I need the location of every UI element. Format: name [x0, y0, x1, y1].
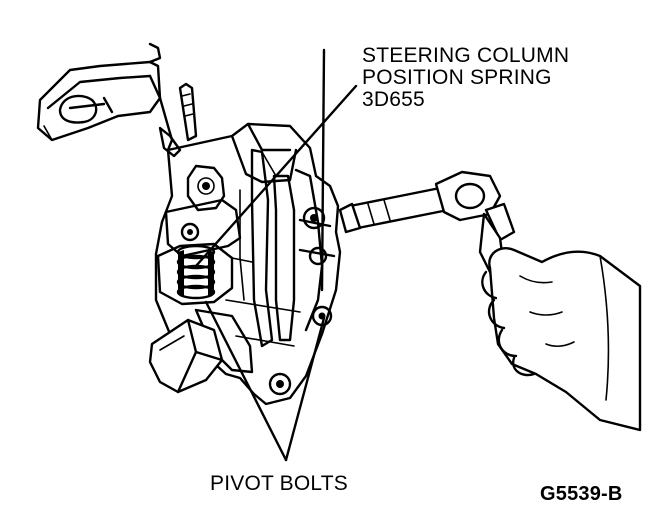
hand-illustration [481, 247, 642, 432]
column-housing [154, 122, 342, 406]
callout-line-2: POSITION SPRING [362, 66, 552, 89]
position-spring [176, 244, 216, 300]
lock-cylinder [148, 318, 224, 394]
pivot-bolt-leaders [204, 300, 326, 462]
pivot-bolts-label: PIVOT BOLTS [210, 472, 348, 495]
callout-line-1: STEERING COLUMN [362, 44, 570, 67]
mounting-bracket [36, 42, 182, 158]
spring-leader-line [194, 84, 358, 268]
column-rod [178, 82, 198, 142]
figure-id-label: G5539-B [540, 483, 623, 505]
spring-callout-label: STEERING COLUMN POSITION SPRING 3D655 [362, 45, 569, 111]
reference-line [320, 48, 326, 292]
callout-line-3: 3D655 [362, 88, 425, 111]
ratchet-tool [338, 170, 516, 278]
